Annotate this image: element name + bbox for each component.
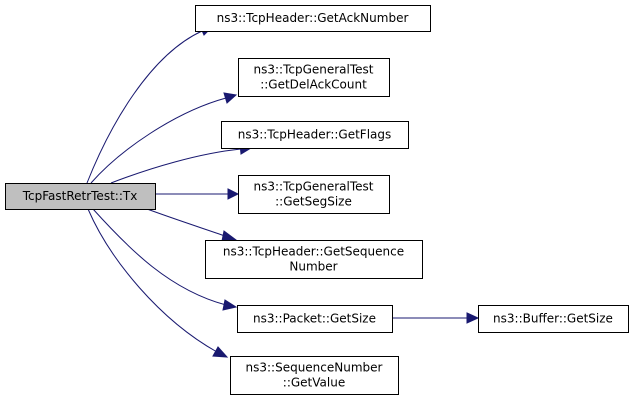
node-root[interactable]: TcpFastRetrTest::Tx [5,183,156,210]
node-getflags[interactable]: ns3::TcpHeader::GetFlags [221,121,409,149]
node-box-getflags[interactable] [221,121,409,149]
arrowhead-root-getvalue [212,346,229,358]
node-box-getack[interactable] [195,5,431,32]
node-getdelack[interactable]: ns3::TcpGeneralTest::GetDelAckCount [238,58,390,97]
edge-root-getsize [92,208,227,306]
node-label-getdelack-1: ::GetDelAckCount [260,78,367,92]
arrowhead-getsize-buffersize [466,312,480,324]
node-getvalue[interactable]: ns3::SequenceNumber::GetValue [230,356,399,395]
node-label-getseq-1: Number [289,260,337,274]
node-getsize[interactable]: ns3::Packet::GetSize [237,305,393,333]
node-box-getdelack[interactable] [238,58,390,97]
edge-root-getflags [110,148,242,184]
node-box-getseq[interactable] [205,240,423,279]
arrowhead-root-getsegsize [227,188,240,200]
node-label-getseq-0: ns3::TcpHeader::GetSequence [223,245,404,259]
arrowhead-root-getdelack [223,92,238,104]
edge-root-getdelack [90,97,227,184]
node-label-root-0: TcpFastRetrTest::Tx [22,189,138,203]
arrowhead-root-getseq [221,230,238,242]
node-label-getdelack-0: ns3::TcpGeneralTest [253,63,373,77]
call-edges [86,25,480,358]
node-box-buffersize[interactable] [478,305,629,333]
node-label-getsegsize-0: ns3::TcpGeneralTest [253,180,373,194]
node-label-getvalue-1: ::GetValue [283,376,345,390]
node-label-buffersize-0: ns3::Buffer::GetSize [493,312,613,326]
arrowhead-root-getsize [222,299,238,311]
node-box-getsegsize[interactable] [238,175,390,214]
edge-root-getseq [146,208,226,237]
node-label-getsize-0: ns3::Packet::GetSize [253,312,376,326]
node-buffersize[interactable]: ns3::Buffer::GetSize [478,305,629,333]
node-getack[interactable]: ns3::TcpHeader::GetAckNumber [195,5,431,32]
node-box-getvalue[interactable] [230,356,399,395]
node-box-getsize[interactable] [237,305,393,333]
edge-root-getack [86,30,203,184]
node-box-root[interactable] [5,183,156,210]
node-label-getack-0: ns3::TcpHeader::GetAckNumber [217,11,409,25]
node-getsegsize[interactable]: ns3::TcpGeneralTest::GetSegSize [238,175,390,214]
edge-root-getvalue [87,208,218,353]
call-nodes: TcpFastRetrTest::Tx ns3::TcpHeader::GetAc… [5,5,629,395]
node-label-getflags-0: ns3::TcpHeader::GetFlags [238,128,392,142]
node-label-getvalue-0: ns3::SequenceNumber [246,361,383,375]
node-label-getsegsize-1: ::GetSegSize [275,195,352,209]
